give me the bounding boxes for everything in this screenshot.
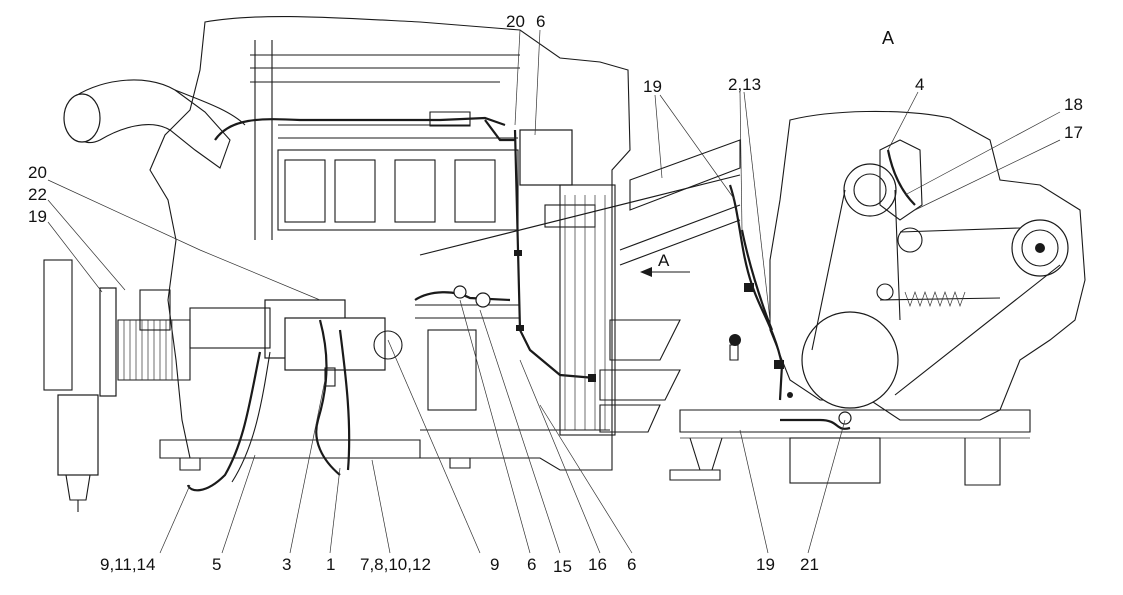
view-marker-label: A (882, 28, 894, 48)
callout-bottom-5: 5 (212, 555, 221, 574)
callout-left-20: 20 (28, 163, 47, 182)
callout-top-6: 6 (536, 12, 545, 31)
callout-top-18: 18 (1064, 95, 1083, 114)
callout-bottom-9-11-14: 9,11,14 (100, 555, 155, 574)
callout-top-2-13: 2,13 (728, 75, 761, 94)
arrow-label: A (658, 251, 670, 270)
callout-top-20: 20 (506, 12, 525, 31)
section-cut (419, 139, 741, 433)
callout-bottom-7-8-10-12: 7,8,10,12 (360, 555, 431, 574)
callout-top-4: 4 (915, 75, 924, 94)
callout-bottom-21: 21 (800, 555, 819, 574)
engine-side-view (43, 15, 631, 512)
callouts: A 20 6 19 2,13 4 18 17 20 22 19 9,11,14 … (28, 12, 1083, 576)
callout-bottom-16: 16 (588, 555, 607, 574)
callout-bottom-6a: 6 (527, 555, 536, 574)
callout-left-19: 19 (28, 207, 47, 226)
callout-bottom-3: 3 (282, 555, 291, 574)
callout-top-17: 17 (1064, 123, 1083, 142)
callout-bottom-9: 9 (490, 555, 499, 574)
callout-bottom-15: 15 (553, 557, 572, 576)
callout-bottom-6b: 6 (627, 555, 636, 574)
callout-bottom-1: 1 (326, 555, 335, 574)
callout-top-19: 19 (643, 77, 662, 96)
view-a (669, 110, 1086, 486)
leader-lines (47, 29, 1061, 554)
callout-left-22: 22 (28, 185, 47, 204)
callout-bottom-19: 19 (756, 555, 775, 574)
view-arrow: A (640, 251, 690, 277)
